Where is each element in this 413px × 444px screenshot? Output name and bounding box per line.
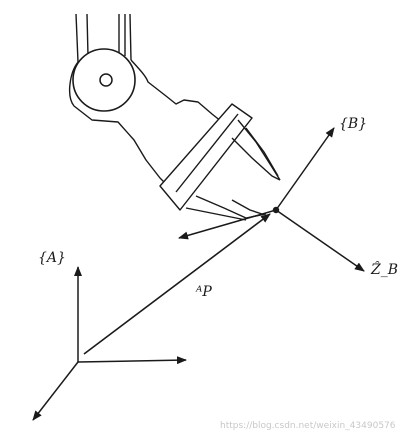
frame-a-axes (32, 266, 187, 421)
vector-ap-label: ᴬP (195, 284, 212, 300)
frame-a-label: {A} (38, 250, 66, 266)
frame-b-z-axis (275, 209, 365, 272)
frame-a-x-axis (77, 356, 187, 365)
frame-b-label: {B} (339, 116, 367, 132)
frame-b-axes (178, 127, 365, 272)
watermark: https://blog.csdn.net/weixin_43490576 (220, 421, 396, 431)
position-vector-ap (83, 213, 271, 355)
robot-arm (68, 13, 281, 221)
frame-b-axis-left (178, 209, 277, 240)
frame-a-z-axis (32, 361, 79, 421)
frame-b-origin (272, 206, 280, 214)
joint-wheel (72, 48, 136, 112)
z-axis-label: Ẑ_B (370, 260, 398, 278)
frame-b-axis-up (275, 127, 335, 211)
